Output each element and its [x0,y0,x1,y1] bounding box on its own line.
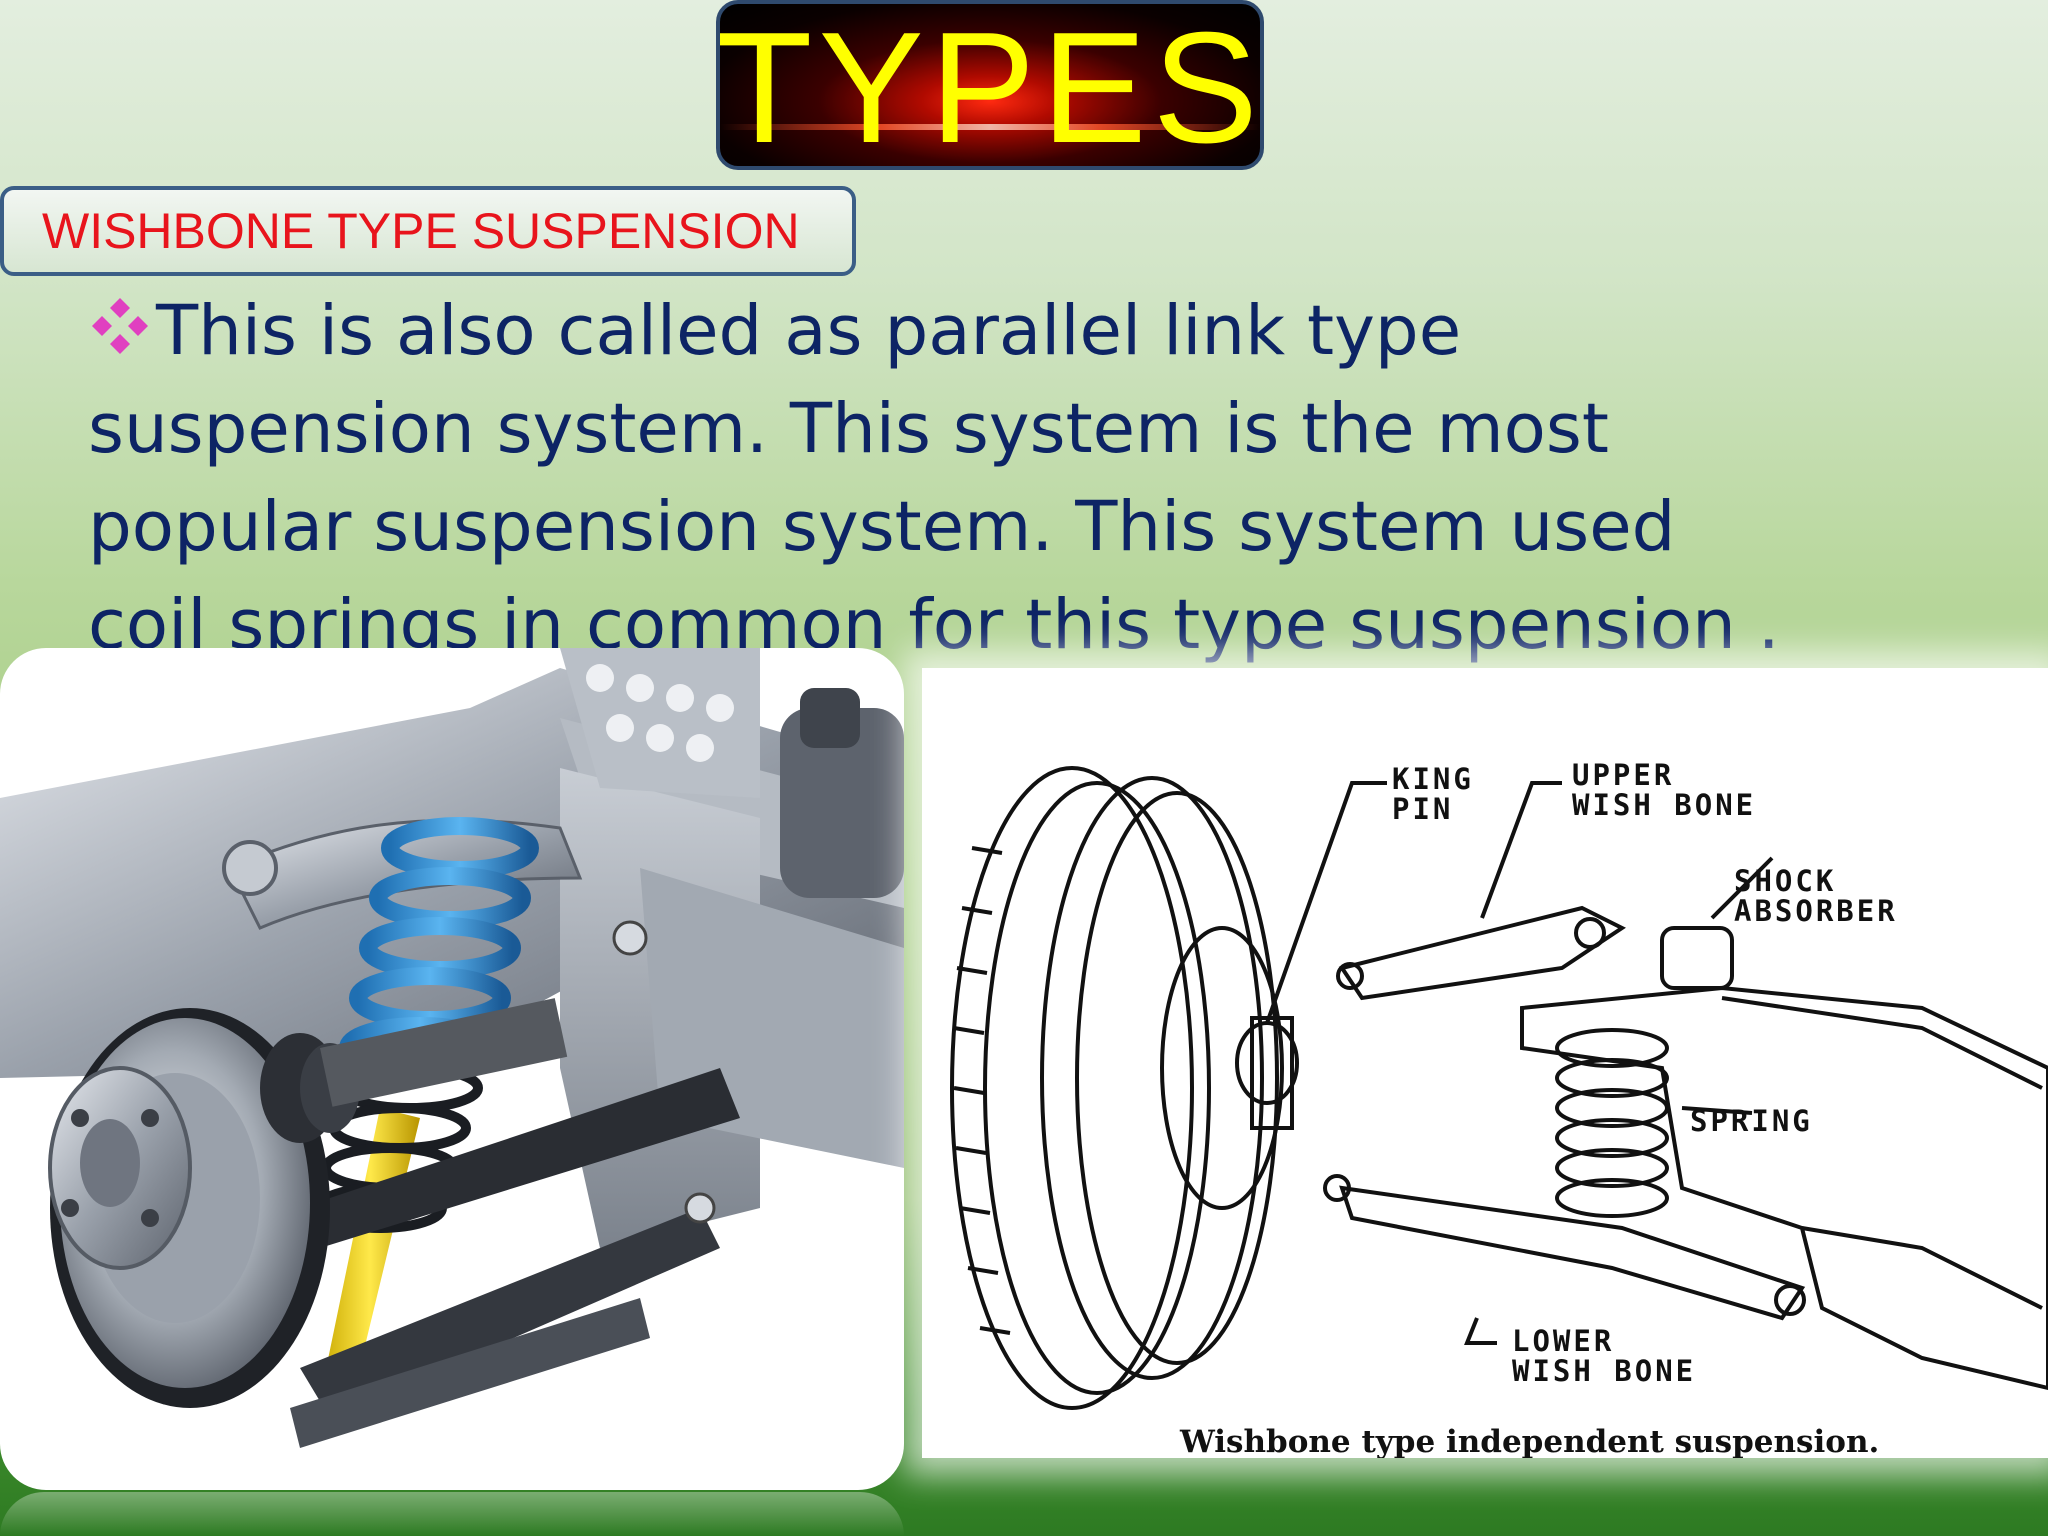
photo-reflection-decoration [0,1492,904,1536]
light-flare-decoration [720,124,1260,130]
suspension-render-illustration [0,648,904,1448]
spring-label: SPRING [1690,1104,1813,1138]
wishbone-line-drawing [950,766,2048,1410]
slide-title: TYPES [716,0,1264,170]
lower-wish-bone-label: LOWER WISH BONE [1512,1324,1697,1388]
slide-subtitle: WISHBONE TYPE SUSPENSION [42,203,800,259]
king-pin-label: KING PIN [1392,762,1474,826]
body-paragraph: This is also called as parallel link typ… [88,282,1808,674]
body-text: This is also called as parallel link typ… [88,291,1780,665]
suspension-photo [0,648,904,1490]
shock-absorber-label: SHOCK ABSORBER [1734,864,1898,928]
upper-wish-bone-label: UPPER WISH BONE [1572,758,1757,822]
title-banner: TYPES [716,0,1264,170]
wishbone-diagram: KING PIN UPPER WISH BONE SHOCK ABSORBER … [922,668,2048,1458]
four-diamond-bullet-icon [92,298,148,354]
diagram-caption: Wishbone type independent suspension. [1180,1424,1880,1458]
subtitle-banner: WISHBONE TYPE SUSPENSION [0,186,856,276]
